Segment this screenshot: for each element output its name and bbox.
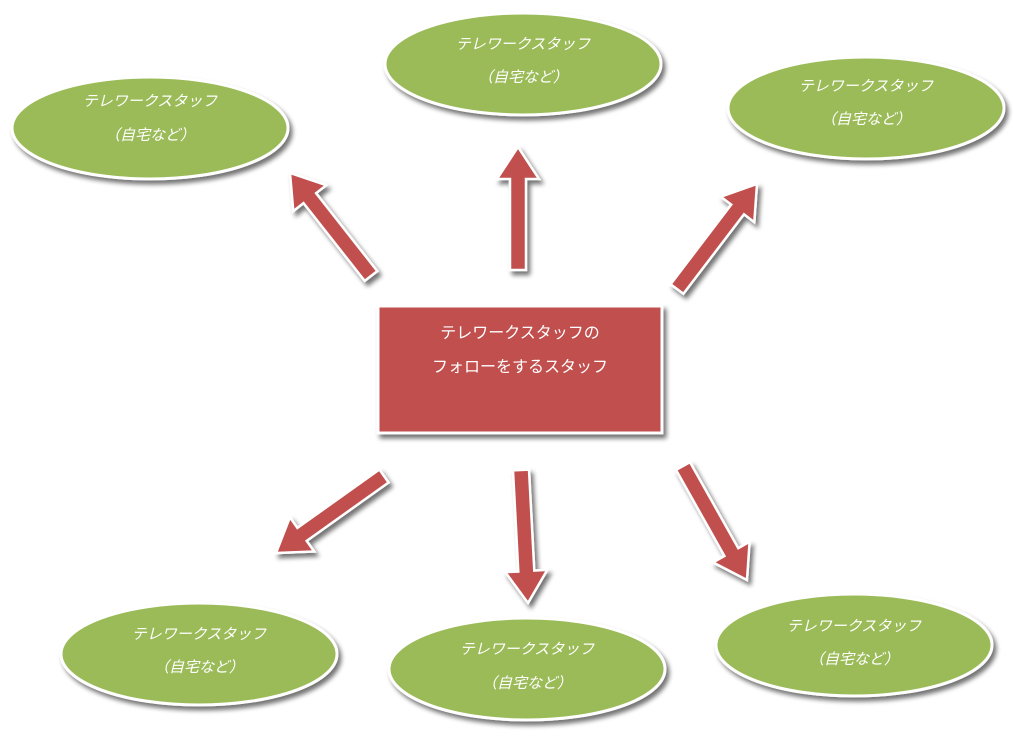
center-box: テレワークスタッフの フォローをするスタッフ — [376, 304, 664, 435]
node-label-line-1: テレワークスタッフ — [83, 92, 219, 110]
node-shape — [10, 75, 290, 181]
node-label-line-1: テレワークスタッフ — [799, 77, 935, 95]
center-box-line-1: テレワークスタッフの — [440, 323, 600, 342]
node-label-line-1: テレワークスタッフ — [456, 35, 592, 53]
node-telework-staff-top-center: テレワークスタッフ （自宅など） — [383, 11, 663, 117]
arrows-group — [274, 144, 759, 606]
node-label-line-2: （自宅など） — [154, 658, 244, 676]
node-label-line-2: （自宅など） — [478, 68, 568, 86]
node-telework-staff-bottom-center: テレワークスタッフ （自宅など） — [387, 616, 667, 722]
node-label-line-2: （自宅など） — [821, 110, 911, 128]
arrow-up-right — [668, 182, 759, 296]
node-shape — [59, 601, 339, 707]
arrow-down — [502, 468, 550, 606]
arrow-down-left — [274, 467, 391, 555]
arrow-down-right — [674, 460, 752, 582]
node-telework-staff-bottom-right: テレワークスタッフ （自宅など） — [714, 592, 994, 698]
node-label-line-1: テレワークスタッフ — [460, 640, 596, 658]
node-label-line-2: （自宅など） — [105, 126, 195, 144]
node-label-line-2: （自宅など） — [482, 674, 572, 692]
center-box-line-2: フォローをするスタッフ — [432, 357, 608, 376]
node-shape — [726, 55, 1006, 161]
arrow-up — [494, 144, 542, 272]
node-shape — [383, 11, 663, 117]
center-box-shape — [376, 304, 664, 435]
node-label-line-2: （自宅など） — [809, 650, 899, 668]
node-telework-staff-top-right: テレワークスタッフ （自宅など） — [726, 55, 1006, 161]
node-shape — [387, 616, 667, 722]
node-label-line-1: テレワークスタッフ — [787, 617, 923, 635]
node-telework-staff-top-left: テレワークスタッフ （自宅など） — [10, 75, 290, 181]
node-shape — [714, 592, 994, 698]
arrow-up-left — [288, 171, 380, 283]
node-label-line-1: テレワークスタッフ — [132, 625, 268, 643]
node-telework-staff-bottom-left: テレワークスタッフ （自宅など） — [59, 601, 339, 707]
